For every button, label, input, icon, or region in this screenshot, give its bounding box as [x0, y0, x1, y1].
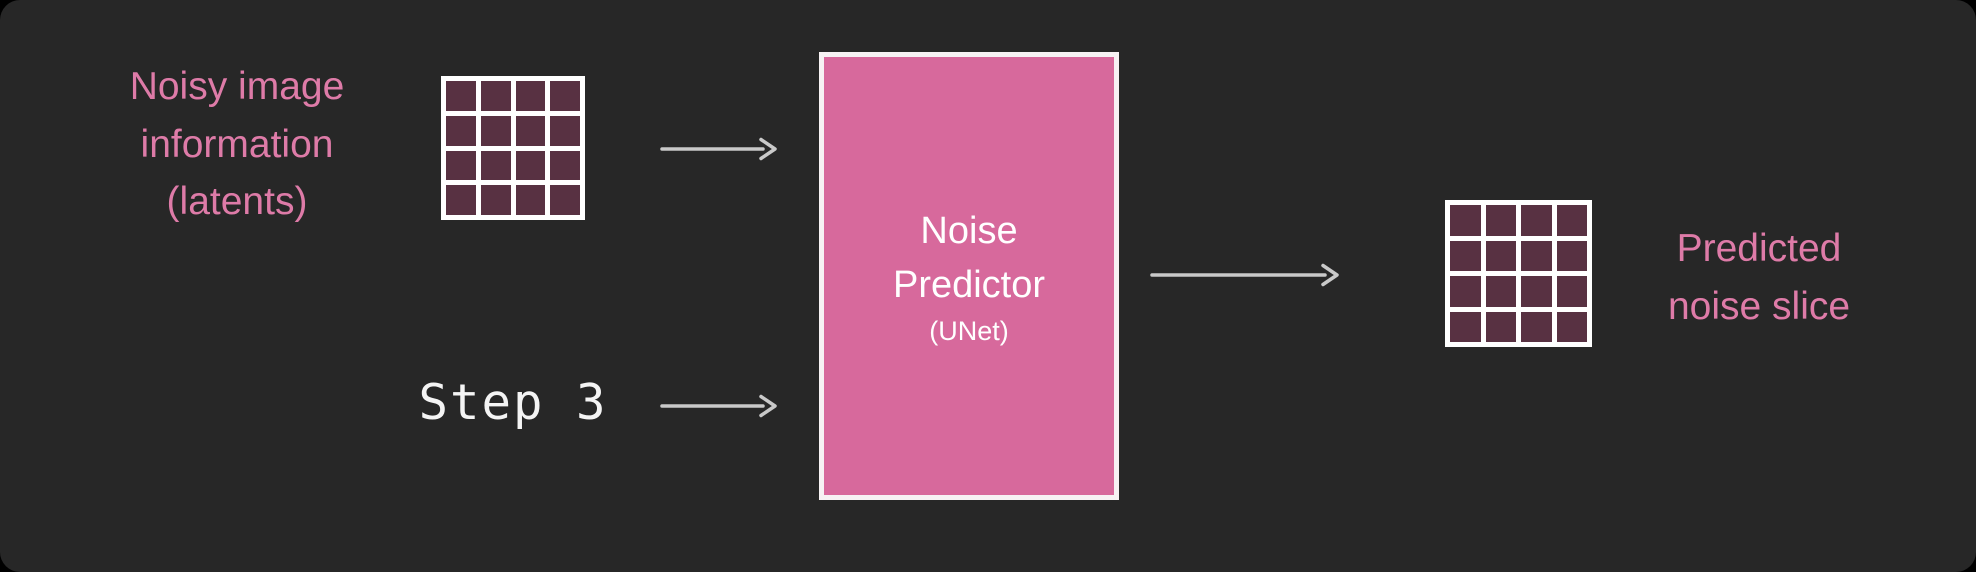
output-noise-label-line1: Predicted: [1676, 227, 1842, 270]
grid-cell: [480, 81, 511, 111]
grid-cell: [1556, 311, 1587, 342]
grid-cell: [446, 81, 476, 111]
noise-predictor-title-line2: Predictor: [892, 264, 1046, 306]
grid-cell: [1556, 240, 1587, 271]
grid-cell: [1485, 205, 1516, 236]
grid-cell: [1521, 311, 1552, 342]
grid-cell: [1450, 276, 1481, 307]
grid-cell: [446, 185, 476, 215]
noise-predictor-title: Noise Predictor: [893, 205, 1045, 313]
noise-predictor-title-line1: Noise: [920, 210, 1018, 253]
arrow-predictor-to-output-icon: [1150, 263, 1339, 287]
output-noise-label-line2: noise slice: [1667, 284, 1851, 328]
grid-cell: [1556, 276, 1587, 307]
output-noise-grid: [1445, 200, 1592, 347]
input-latents-label-line2: information: [140, 122, 334, 166]
grid-cell: [515, 150, 546, 181]
grid-cell: [1556, 205, 1587, 236]
grid-cell: [480, 115, 511, 146]
input-latents-label-line1: Noisy image: [129, 65, 345, 108]
step-label: Step 3: [418, 374, 608, 431]
grid-cell: [446, 115, 476, 146]
grid-cell: [1485, 311, 1516, 342]
grid-cell: [1521, 240, 1552, 271]
input-latents-label-line3: (latents): [166, 180, 308, 224]
grid-cell: [515, 81, 546, 111]
grid-cell: [550, 150, 580, 181]
grid-cell: [515, 115, 546, 146]
output-noise-label: Predicted noise slice: [1594, 220, 1924, 335]
grid-cell: [1521, 276, 1552, 307]
grid-cell: [550, 185, 580, 215]
arrow-step-to-predictor-icon: [660, 394, 777, 418]
grid-cell: [550, 115, 580, 146]
noise-predictor-subtitle: (UNet): [929, 315, 1009, 346]
grid-cell: [1450, 311, 1481, 342]
grid-cell: [1521, 205, 1552, 236]
grid-cell: [1485, 276, 1516, 307]
grid-cell: [480, 150, 511, 181]
grid-cell: [515, 185, 546, 215]
input-latents-label: Noisy image information (latents): [72, 58, 402, 231]
grid-cell: [550, 81, 580, 111]
grid-cell: [1450, 240, 1481, 271]
input-latents-grid: [441, 76, 585, 220]
grid-cell: [1450, 205, 1481, 236]
grid-cell: [480, 185, 511, 215]
grid-cell: [1485, 240, 1516, 271]
arrow-input-to-predictor-icon: [660, 137, 777, 161]
grid-cell: [446, 150, 476, 181]
noise-predictor-box: Noise Predictor (UNet): [819, 52, 1119, 500]
